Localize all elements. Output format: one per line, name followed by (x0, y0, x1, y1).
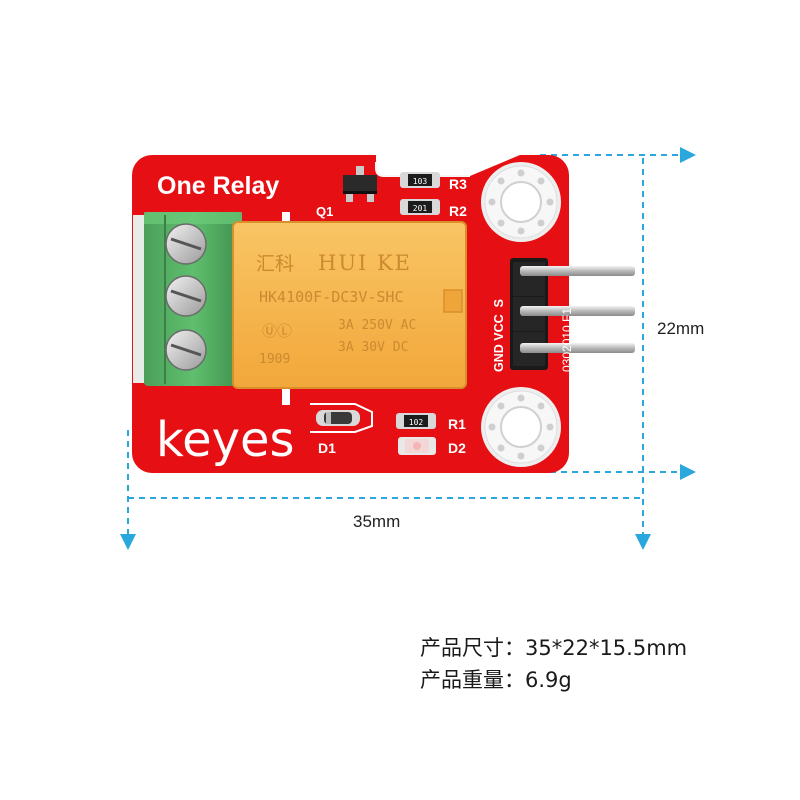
led-d2 (398, 437, 436, 455)
relay-cert-mark: ⓊⓁ (262, 322, 292, 340)
height-dimension-label: 22mm (657, 319, 704, 338)
dimension-arrowheads (120, 147, 696, 550)
terminal-screw-1 (165, 223, 207, 265)
label-pcb-code: 0302010 F1 (560, 308, 574, 372)
spec-weight-label: 产品重量： (420, 668, 525, 692)
pin-header (510, 258, 635, 370)
transistor-q1 (343, 166, 377, 202)
resistor-r2: 201 (400, 199, 440, 215)
board-title: One Relay (157, 172, 279, 200)
r2-code: 201 (413, 204, 428, 213)
brand-logo: keyes (156, 412, 295, 468)
width-dimension-label: 35mm (353, 512, 400, 531)
spec-size: 产品尺寸：35*22*15.5mm (420, 632, 687, 662)
relay-logo: 汇科 (256, 253, 294, 275)
terminal-screw-2 (165, 275, 207, 317)
spec-size-label: 产品尺寸： (420, 636, 525, 660)
relay-date-code: 1909 (259, 352, 290, 367)
resistor-r3: 103 (400, 172, 440, 188)
label-pins: GND VCC S (492, 299, 506, 372)
relay-brand: HUI KE (318, 251, 412, 275)
spec-weight-value: 6.9g (525, 668, 572, 692)
label-d1: D1 (318, 440, 336, 456)
r3-code: 103 (413, 177, 428, 186)
resistor-r1: 102 (396, 413, 436, 429)
relay-model: HK4100F-DC3V-SHC (259, 288, 404, 306)
relay-rating-ac: 3A 250V AC (338, 318, 416, 333)
diode-d1 (316, 410, 360, 426)
terminal-screw-3 (165, 329, 207, 371)
spec-size-value: 35*22*15.5mm (525, 636, 688, 660)
mounting-hole-bottom (481, 387, 561, 467)
relay-rating-dc: 3A 30V DC (338, 340, 408, 355)
label-r3: R3 (449, 176, 467, 192)
relay (232, 221, 467, 389)
label-q1: Q1 (316, 204, 333, 219)
pcb-notch (376, 155, 520, 176)
label-r2: R2 (449, 203, 467, 219)
label-r1: R1 (448, 416, 466, 432)
spec-weight: 产品重量：6.9g (420, 664, 572, 694)
r1-code: 102 (409, 418, 424, 427)
label-d2: D2 (448, 440, 466, 456)
mounting-hole-top (481, 162, 561, 242)
dimension-lines (127, 154, 680, 535)
